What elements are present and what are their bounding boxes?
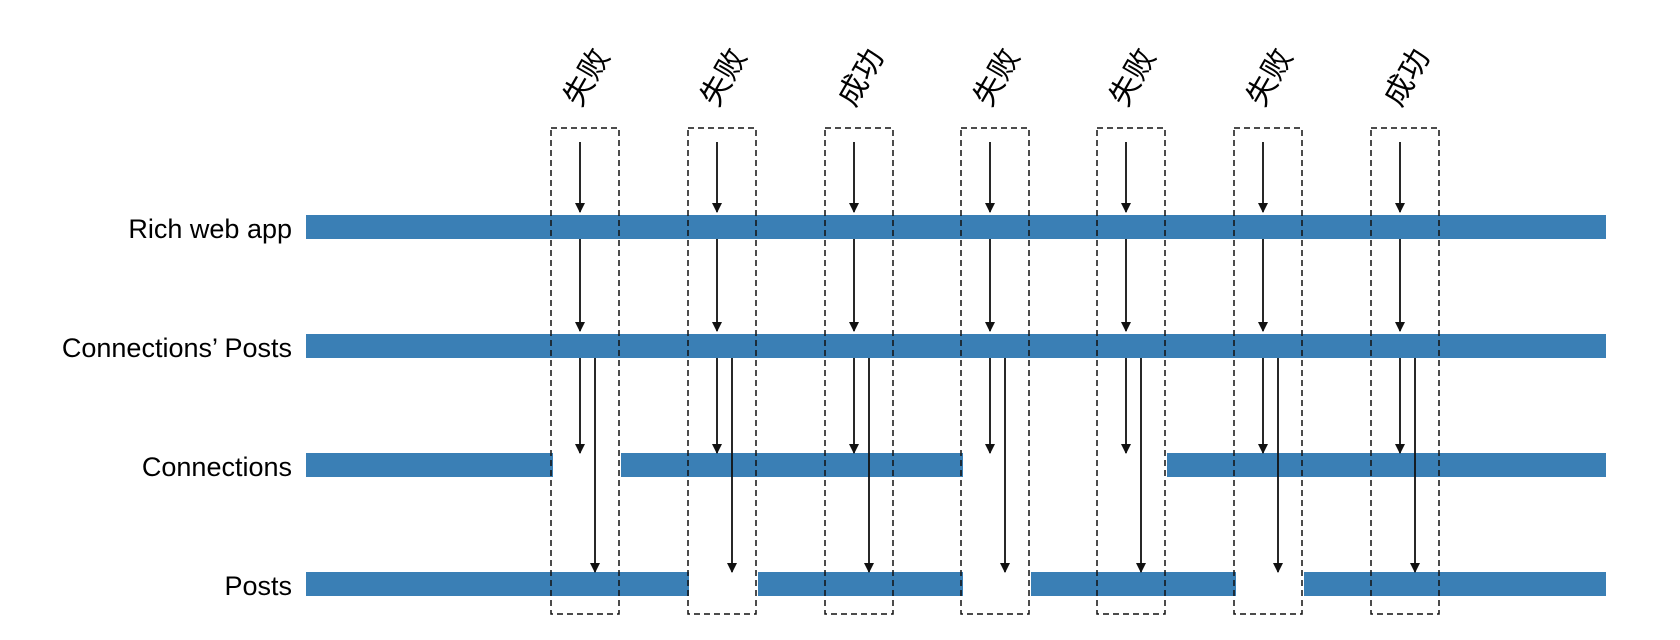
lane-label-connections-posts: Connections’ Posts (62, 333, 292, 363)
request-box-2 (687, 127, 757, 615)
request-column-4: 失败 (960, 43, 1030, 615)
request-column-3: 成功 (824, 43, 894, 615)
result-label-7: 成功 (1377, 43, 1437, 112)
request-box-6 (1233, 127, 1303, 615)
lane-bar-connections-segment-3 (1167, 453, 1606, 477)
request-box-1 (550, 127, 620, 615)
request-column-2: 失败 (687, 43, 757, 615)
lane-bar-posts-segment-1 (306, 572, 689, 596)
request-column-1: 失败 (550, 43, 620, 615)
lane-bar-connections-posts-segment-1 (306, 334, 1606, 358)
result-label-2: 失败 (694, 43, 754, 112)
request-columns: 失败 失败 成功 失败 失败 失败 成功 (550, 43, 1440, 615)
lane-bar-posts-segment-4 (1304, 572, 1606, 596)
result-label-4: 失败 (967, 43, 1027, 112)
result-label-1: 失败 (557, 43, 617, 112)
lane-bar-connections-segment-1 (306, 453, 553, 477)
lane-bars (306, 215, 1606, 596)
request-column-6: 失败 (1233, 43, 1303, 615)
request-box-5 (1096, 127, 1166, 615)
lane-bar-posts-segment-2 (758, 572, 963, 596)
lane-bar-connections-segment-2 (621, 453, 963, 477)
result-label-3: 成功 (831, 43, 891, 112)
lane-bar-posts-segment-3 (1031, 572, 1236, 596)
lane-labels: Rich web app Connections’ Posts Connecti… (62, 214, 292, 601)
lane-bar-rich-web-app-segment-1 (306, 215, 1606, 239)
lane-label-rich-web-app: Rich web app (128, 214, 292, 244)
request-box-3 (824, 127, 894, 615)
request-box-4 (960, 127, 1030, 615)
request-column-5: 失败 (1096, 43, 1166, 615)
request-box-7 (1370, 127, 1440, 615)
result-label-5: 失败 (1103, 43, 1163, 112)
request-column-7: 成功 (1370, 43, 1440, 615)
result-label-6: 失败 (1240, 43, 1300, 112)
lane-label-connections: Connections (142, 452, 292, 482)
lane-label-posts: Posts (224, 571, 292, 601)
